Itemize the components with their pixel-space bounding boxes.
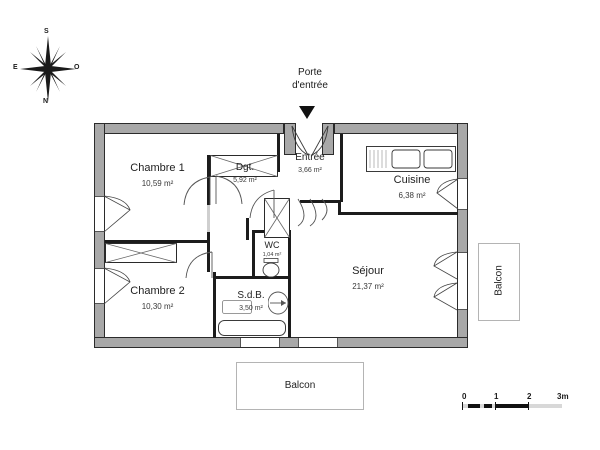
compass-label-west: O: [74, 64, 80, 71]
room-label-chambre2: Chambre 2 10,30 m²: [105, 285, 210, 312]
scale-tick-1: 1: [494, 392, 499, 401]
kitchen-counter-sink-icon: [366, 146, 456, 172]
door-swing-chambre2: [185, 251, 213, 279]
room-name-dgt: Dgt.: [235, 162, 255, 173]
partition-wc-left: [252, 230, 255, 278]
room-label-sejour: Séjour 21,37 m²: [318, 265, 418, 292]
exterior-wall-bottom: [94, 337, 468, 348]
door-swing-sdb: [268, 291, 289, 315]
partition-chambre2-sdb: [213, 272, 216, 338]
room-area-cuisine: 6,38 m²: [398, 190, 426, 200]
room-name-sdb: S.d.B.: [237, 290, 265, 301]
entry-callout-line2: d'entrée: [292, 80, 328, 91]
door-bottom-balcony-right: [298, 338, 338, 347]
door-swing-wc: [249, 189, 275, 219]
compass-label-east: E: [13, 64, 18, 71]
room-area-chambre2: 10,30 m²: [141, 301, 174, 311]
entry-arrow-down-icon: [299, 106, 315, 119]
compass-label-north: N: [43, 98, 49, 105]
compass-label-south: S: [44, 28, 49, 35]
room-name-sejour: Séjour: [352, 265, 384, 277]
partition-cuisine-sejour: [340, 212, 458, 215]
door-opening-chambre1: [207, 205, 210, 232]
sink-sdb-icon: [222, 300, 252, 314]
balcony-right-outline: [478, 243, 520, 321]
toilet-icon: [262, 258, 280, 278]
room-label-sdb: S.d.B. 3,50 m²: [215, 290, 287, 313]
exterior-wall-top-left: [94, 123, 284, 134]
scale-tick-3: 3m: [557, 392, 569, 401]
room-area-sdb: 3,50 m²: [239, 304, 263, 312]
balcony-bottom-label: Balcon: [284, 380, 316, 391]
door-bottom-balcony-left: [240, 338, 280, 347]
exterior-wall-top-right: [334, 123, 468, 134]
entry-callout-line1: Porte: [298, 67, 322, 78]
room-name-wc: WC: [264, 240, 280, 250]
scale-bar-track: [462, 402, 562, 410]
window-swing-arc-cuisine: [436, 178, 459, 210]
bathtub-icon: [218, 320, 286, 336]
partition-chambre1-dgt-lower: [207, 232, 210, 272]
window-swing-arcs-left: [103, 195, 131, 305]
compass-rose: S N E O: [12, 28, 84, 110]
partition-dgt-entree: [277, 134, 280, 172]
partition-sdb-sejour: [288, 276, 291, 338]
room-name-chambre1: Chambre 1: [130, 162, 185, 174]
closet-dgt-side: [264, 198, 290, 238]
partition-wc-right: [288, 230, 291, 278]
partition-chambre1-chambre2: [105, 240, 210, 243]
room-label-cuisine: Cuisine 6,38 m²: [370, 174, 454, 201]
partition-entree-sejour: [300, 200, 340, 203]
room-area-wc: 1,04 m²: [262, 252, 282, 259]
room-name-cuisine: Cuisine: [393, 174, 431, 186]
room-label-entree: Entrée 3,66 m²: [281, 152, 339, 175]
window-right-cuisine: [458, 178, 467, 210]
room-label-chambre1: Chambre 1 10,59 m²: [105, 162, 210, 189]
door-swing-chambre1: [183, 176, 211, 206]
room-label-dgt: Dgt. 5,92 m²: [212, 162, 278, 185]
partition-dgt-wc: [246, 218, 249, 240]
entry-door-swing-icon: [291, 125, 329, 156]
room-area-dgt: 5,92 m²: [233, 176, 257, 184]
partition-entree-cuisine: [340, 134, 343, 202]
compass-star-icon: [20, 36, 76, 102]
scale-tick-0: 0: [462, 392, 467, 401]
scale-bar: 0 1 2 3m: [462, 392, 572, 416]
balcony-right-label: Balcon: [493, 265, 505, 296]
room-area-sejour: 21,37 m²: [352, 281, 384, 291]
window-left-chambre1: [95, 196, 104, 232]
closet-chambre2-top: [105, 243, 177, 263]
partition-chambre1-dgt-upper: [207, 155, 210, 205]
door-swing-arcs-sejour-balcony: [433, 251, 458, 311]
room-name-chambre2: Chambre 2: [130, 285, 185, 297]
room-area-chambre1: 10,59 m²: [141, 178, 174, 188]
entry-door-callout: Porte d'entrée: [265, 66, 355, 92]
door-swing-sejour-entree: [297, 198, 328, 227]
closet-dgt-top: [210, 155, 278, 177]
room-name-entree: Entrée: [295, 152, 325, 163]
door-right-balcony: [458, 252, 467, 310]
balcony-bottom-outline: [236, 362, 364, 410]
partition-cuisine-sejour-step: [338, 200, 341, 215]
scale-tick-2: 2: [527, 392, 532, 401]
window-left-chambre2: [95, 268, 104, 304]
room-label-wc: WC 1,04 m²: [254, 240, 290, 259]
partition-wc-sdb: [213, 276, 291, 279]
door-swing-dgt: [215, 175, 243, 205]
room-area-entree: 3,66 m²: [298, 166, 322, 174]
